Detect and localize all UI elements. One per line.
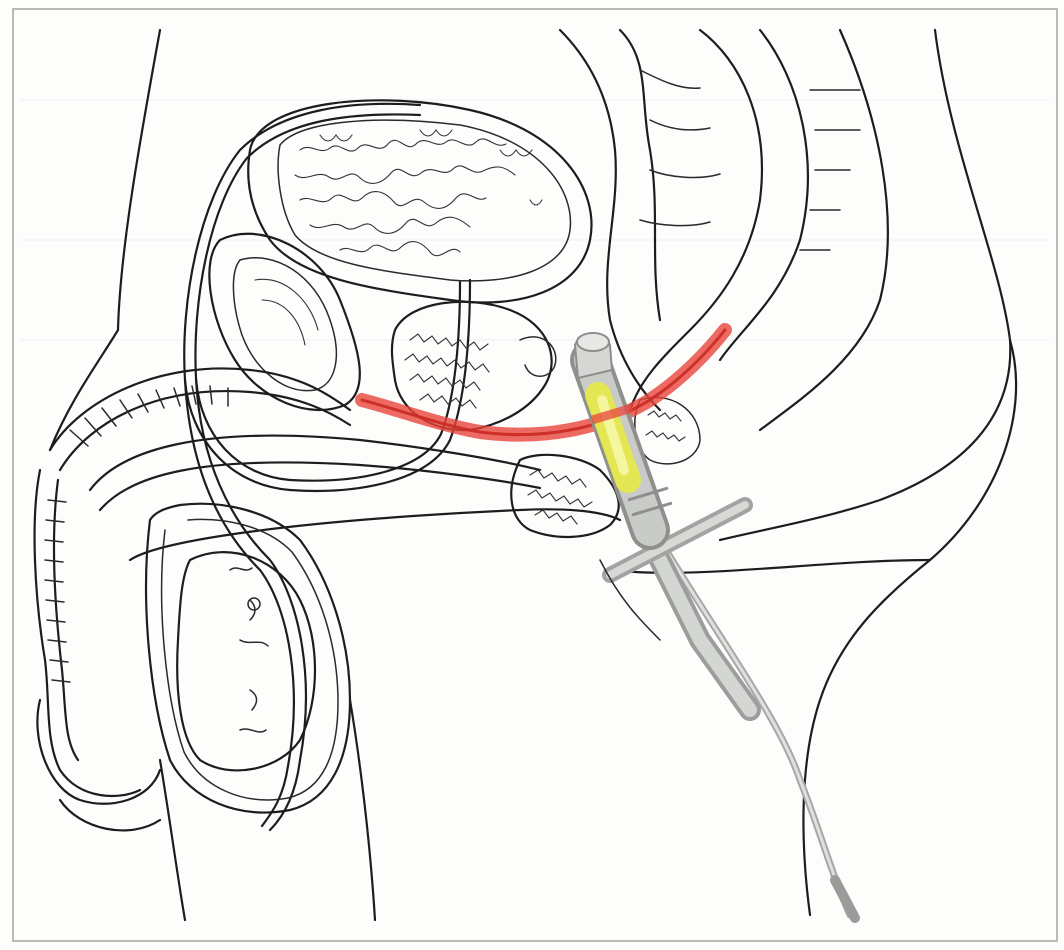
catheter-loop <box>184 104 470 830</box>
thigh-outline <box>350 560 660 920</box>
endoscopic-device <box>575 333 855 918</box>
scrotum <box>146 504 350 813</box>
body-contour <box>50 30 1016 920</box>
bladder <box>248 100 591 302</box>
